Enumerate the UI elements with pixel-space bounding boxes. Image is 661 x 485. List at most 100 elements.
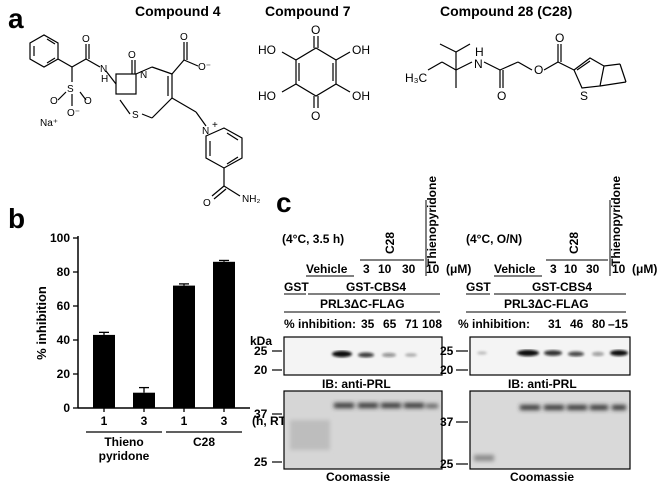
y-tick-label: 100 xyxy=(50,231,70,245)
x-tick-label: 1 xyxy=(181,414,188,428)
panel-b-label: b xyxy=(8,203,25,234)
svg-text:O: O xyxy=(180,32,188,43)
blot-1-ib: IB: anti-PRL xyxy=(322,377,391,391)
panel-c-label: c xyxy=(276,187,292,218)
blot-1-unit: (μM) xyxy=(446,262,471,276)
svg-text:O: O xyxy=(311,109,320,123)
compound-28-title: Compound 28 (C28) xyxy=(440,3,572,19)
blot-2-band-10 xyxy=(568,351,584,357)
blot-2-coomassie: 37 25 Coomassie xyxy=(440,390,631,484)
blot-1-header: (4°C, 3.5 h) C28 Thienopyridone Vehicle … xyxy=(282,176,471,331)
blot-2-c28-label: C28 xyxy=(567,232,581,254)
blot-1-c28-label: C28 xyxy=(383,232,397,254)
blot-2-inhibition-label: % inhibition: xyxy=(458,317,530,331)
blot-2-inhibition-1: 31 xyxy=(548,317,562,331)
svg-text:HO: HO xyxy=(258,43,276,57)
blot-2-gst-cbs4: GST-CBS4 xyxy=(532,280,592,294)
blot-2-inhibition-2: 46 xyxy=(570,317,584,331)
blot-1-condition: (4°C, 3.5 h) xyxy=(282,232,344,246)
blot-2-gst: GST xyxy=(466,280,491,294)
blot-1-dose-1: 3 xyxy=(363,262,370,276)
svg-text:O: O xyxy=(203,198,211,209)
blot-1-coomassie: 37 25 Coomassie xyxy=(254,390,443,484)
svg-text:S: S xyxy=(132,110,139,121)
blot-1-band-3 xyxy=(358,352,374,358)
svg-text:O⁻: O⁻ xyxy=(198,62,211,73)
blot-2-western: 25 20 IB: anti-PRL xyxy=(440,336,631,391)
blot-1-marker-25: 25 xyxy=(254,344,268,358)
blot-2-condition: (4°C, O/N) xyxy=(466,232,522,246)
blot-1-gst-cbs4: GST-CBS4 xyxy=(346,280,406,294)
compound-7-atoms: O O HO OH HO OH xyxy=(258,23,370,123)
y-tick-label: 60 xyxy=(57,299,71,313)
blot-1-dose-4: 10 xyxy=(426,262,440,276)
compound-7-structure xyxy=(281,36,351,108)
blot-2-marker-25b: 25 xyxy=(440,457,454,471)
y-tick-label: 80 xyxy=(57,265,71,279)
bar-0-1 xyxy=(133,392,155,408)
blot-1-inhibition-1: 35 xyxy=(361,317,375,331)
svg-text:S: S xyxy=(580,89,588,103)
blot-2-wb-membrane xyxy=(469,336,631,376)
blot-2-ib: IB: anti-PRL xyxy=(508,377,577,391)
compound-4-title: Compound 4 xyxy=(135,3,221,19)
blot-2-inhibition-4: –15 xyxy=(608,317,628,331)
blot-2-band-30 xyxy=(592,352,604,356)
blot-1-inhibition-label: % inhibition: xyxy=(284,317,356,331)
blot-1-band-10 xyxy=(382,353,396,357)
blot-1-inhibition-4: 108 xyxy=(422,317,442,331)
blot-1-western: kDa 25 20 IB: anti-PRL xyxy=(250,334,443,391)
blot-2-coomassie-label: Coomassie xyxy=(510,470,574,484)
blot-1-vehicle: Vehicle xyxy=(306,262,348,276)
blot-1-band-30 xyxy=(405,353,417,357)
y-tick-label: 40 xyxy=(57,333,71,347)
bar-1-0 xyxy=(173,285,195,408)
blot-2-band-vehicle xyxy=(517,349,539,357)
blot-2-coomassie-gel xyxy=(469,390,631,470)
blot-2-vehicle: Vehicle xyxy=(494,262,536,276)
blot-2-marker-20: 20 xyxy=(440,363,454,377)
blot-2-dose-3: 30 xyxy=(586,262,600,276)
svg-text:O⁻: O⁻ xyxy=(67,108,80,119)
svg-text:O: O xyxy=(50,96,58,107)
group-label: C28 xyxy=(193,435,215,449)
svg-text:N: N xyxy=(202,126,209,137)
y-tick-label: 0 xyxy=(63,401,70,415)
svg-text:N: N xyxy=(140,70,147,81)
svg-text:+: + xyxy=(212,120,218,131)
blot-2-marker-25: 25 xyxy=(440,344,454,358)
compound-4-atoms: O N H O N O O⁻ S O O O⁻ Na⁺ S N + O NH₂ xyxy=(40,32,260,209)
blot-2-thieno-label: Thienopyridone xyxy=(609,176,623,266)
y-axis-label: % inhibition xyxy=(34,286,49,360)
blot-1-inhibition-3: 71 xyxy=(405,317,419,331)
blot-2-marker-37: 37 xyxy=(440,415,454,429)
svg-text:O: O xyxy=(497,89,506,103)
svg-text:O: O xyxy=(311,23,320,37)
panel-a-label: a xyxy=(8,3,24,34)
svg-text:O: O xyxy=(82,34,90,45)
blot-1-thieno-label: Thienopyridone xyxy=(425,176,439,266)
svg-text:OH: OH xyxy=(352,89,370,103)
svg-text:NH₂: NH₂ xyxy=(242,194,260,205)
bar-1-1 xyxy=(213,261,235,408)
blot-1-marker-37: 37 xyxy=(254,407,268,421)
group-label: Thieno xyxy=(104,435,143,449)
blot-1-kda: kDa xyxy=(250,334,272,348)
blot-1-prl: PRL3ΔC-FLAG xyxy=(320,297,405,311)
compound-28-structure xyxy=(427,43,627,89)
x-unit-label: (h, RT) xyxy=(252,414,290,428)
blot-2-band-3 xyxy=(544,350,562,356)
compound-4-structure xyxy=(29,34,243,200)
svg-text:Na⁺: Na⁺ xyxy=(40,118,58,129)
blot-2-band-thieno xyxy=(610,350,628,356)
svg-text:O: O xyxy=(534,63,543,77)
svg-text:S: S xyxy=(67,84,74,95)
x-tick-label: 3 xyxy=(141,414,148,428)
blot-1-dose-2: 10 xyxy=(378,262,392,276)
svg-text:O: O xyxy=(128,50,136,61)
blot-2-inhibition-3: 80 xyxy=(592,317,606,331)
blot-2-unit: (μM) xyxy=(632,262,657,276)
blot-1-inhibition-2: 65 xyxy=(383,317,397,331)
blot-2-dose-1: 3 xyxy=(550,262,557,276)
